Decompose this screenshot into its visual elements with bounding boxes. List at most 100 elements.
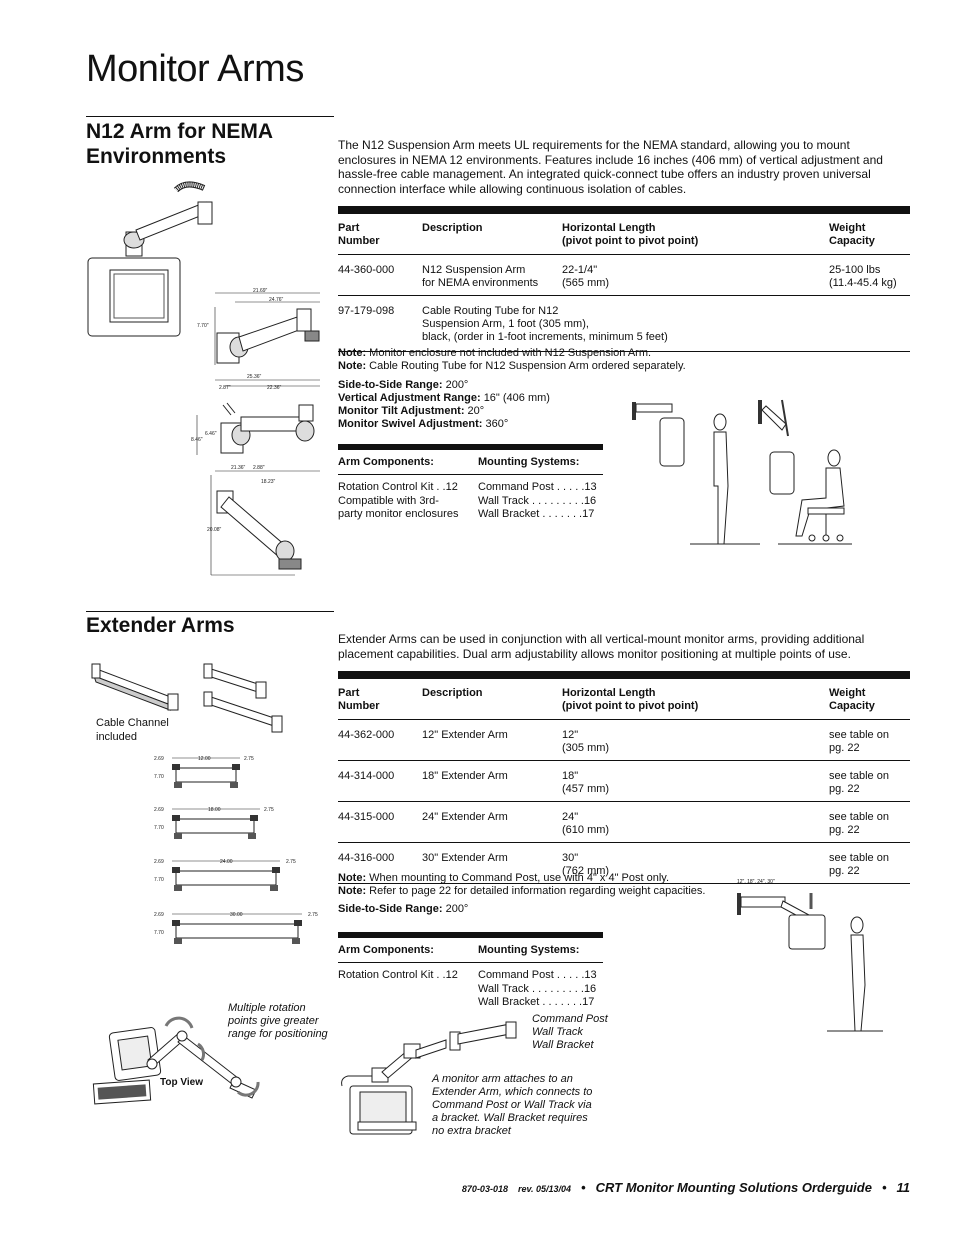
spec-label: Side-to-Side Range: bbox=[338, 903, 443, 915]
note-text: Cable Routing Tube for N12 Suspension Ar… bbox=[369, 360, 686, 372]
dim-label: 7.70 bbox=[154, 930, 164, 936]
footer-bullet: • bbox=[581, 1180, 586, 1195]
dim-label: 2.69 bbox=[154, 912, 164, 918]
arm-attach-caption: A monitor arm attaches to an Extender Ar… bbox=[432, 1073, 593, 1137]
note-text: When mounting to Command Post, use with … bbox=[369, 872, 670, 884]
dim-label: 2.75 bbox=[244, 756, 254, 762]
table-row: 44-316-000 30" Extender Arm 30" (762 mm)… bbox=[338, 843, 910, 884]
dim-label: 7.70 bbox=[154, 825, 164, 831]
arm-components-list: Rotation Control Kit . .12 Compatible wi… bbox=[338, 481, 459, 520]
dim-label: 2.69 bbox=[154, 807, 164, 813]
section-divider bbox=[86, 611, 334, 612]
cell-part-number: 97-179-098 bbox=[338, 305, 395, 317]
cell-horizontal-length: 12" (305 mm) bbox=[562, 729, 610, 754]
extender-intro: Extender Arms can be used in conjunction… bbox=[338, 632, 865, 661]
page-footer: 870-03-018 rev. 05/13/04 • CRT Monitor M… bbox=[462, 1180, 910, 1195]
cell-part-number: 44-315-000 bbox=[338, 811, 395, 823]
n12-notes: Note: Monitor enclosure not included wit… bbox=[338, 347, 910, 431]
footer-bullet: • bbox=[881, 1180, 887, 1195]
dim-label: 20.08" bbox=[207, 527, 222, 533]
cell-horizontal-length: 22-1/4" (565 mm) bbox=[562, 264, 610, 289]
spec-value: 360° bbox=[485, 418, 509, 430]
section-divider bbox=[86, 116, 334, 117]
side-view-2: 25.36" 2.87" 22.36" 6.46" 8.46" bbox=[191, 374, 320, 455]
dim-drawing-12: 2.69 12.00 2.75 7.70 bbox=[154, 756, 254, 788]
doc-code: 870-03-018 bbox=[461, 1184, 508, 1194]
header-description: Description bbox=[422, 222, 483, 234]
dim-label: 2.69 bbox=[154, 859, 164, 865]
mounting-systems-list: Command Post . . . . .13 Wall Track . . … bbox=[478, 481, 597, 520]
header-horizontal-length: Horizontal Length (pivot point to pivot … bbox=[562, 222, 699, 247]
header-horizontal-length: Horizontal Length (pivot point to pivot … bbox=[562, 687, 699, 712]
dim-drawing-18: 2.69 18.00 2.75 7.70 bbox=[154, 807, 274, 839]
cell-horizontal-length: 30" (762 mm) bbox=[562, 852, 610, 877]
cell-part-number: 44-314-000 bbox=[338, 770, 395, 782]
spec-value: 200° bbox=[445, 379, 469, 391]
extender-components-table: Arm Components: Mounting Systems: Rotati… bbox=[338, 932, 603, 1010]
dim-label: 2.69 bbox=[154, 756, 164, 762]
dim-label: 2.88" bbox=[253, 465, 265, 471]
header-part-number: Part Number bbox=[338, 222, 380, 247]
table-top-bar bbox=[338, 671, 910, 679]
dim-label: 24.00 bbox=[220, 859, 233, 865]
header-part-number: Part Number bbox=[338, 687, 380, 712]
note-text: Monitor enclosure not included with N12 … bbox=[369, 347, 652, 359]
table-row: 97-179-098 Cable Routing Tube for N12 Su… bbox=[338, 296, 910, 352]
doc-revision: rev. 05/13/04 bbox=[517, 1184, 572, 1194]
table-row: 44-315-000 24" Extender Arm 24" (610 mm)… bbox=[338, 802, 910, 843]
components-body: Rotation Control Kit . .12 Command Post … bbox=[338, 963, 603, 1010]
dim-label: 7.70" bbox=[197, 323, 209, 329]
cell-weight-capacity: see table on pg. 22 bbox=[829, 729, 889, 754]
top-view-label: Top View bbox=[160, 1077, 203, 1088]
dim-label: 22.36" bbox=[267, 385, 282, 391]
cell-description: N12 Suspension Arm for NEMA environments bbox=[422, 264, 539, 289]
header-weight-capacity: Weight Capacity bbox=[829, 222, 875, 247]
table-top-bar bbox=[338, 444, 603, 450]
page-title: Monitor Arms bbox=[86, 48, 304, 90]
spec-label: Monitor Swivel Adjustment: bbox=[338, 418, 483, 430]
mounting-systems-header: Mounting Systems: bbox=[478, 456, 580, 468]
dim-drawing-30: 2.69 30.00 2.75 7.70 bbox=[154, 912, 318, 944]
dim-label: 2.87" bbox=[219, 385, 231, 391]
cell-weight-capacity: see table on pg. 22 bbox=[829, 811, 889, 836]
spec-label: Side-to-Side Range: bbox=[338, 379, 443, 391]
n12-dimension-drawings: 21.69" 24.76" 7.70" 25.36" 2.87" 22.36" … bbox=[191, 288, 320, 576]
spec-label: Monitor Tilt Adjustment: bbox=[338, 405, 465, 417]
extender-notes: Note: When mounting to Command Post, use… bbox=[338, 872, 738, 916]
dim-label: 2.75 bbox=[286, 859, 296, 865]
page-number: 11 bbox=[896, 1180, 911, 1195]
arm-components-list: Rotation Control Kit . .12 bbox=[338, 969, 458, 981]
note-label: Note: bbox=[338, 347, 367, 359]
cell-horizontal-length: 24" (610 mm) bbox=[562, 811, 610, 836]
n12-title-line1: N12 Arm for NEMA bbox=[86, 120, 274, 143]
dim-label: 21.36" bbox=[231, 465, 246, 471]
extender-product-table: Part Number Description Horizontal Lengt… bbox=[338, 671, 910, 884]
dim-label: 21.69" bbox=[253, 288, 268, 294]
header-weight-capacity: Weight Capacity bbox=[829, 687, 875, 712]
cell-weight-capacity: see table on pg. 22 bbox=[829, 852, 889, 877]
extender-dimension-drawings: 2.69 12.00 2.75 7.70 2.69 18.00 2.75 7.7… bbox=[154, 756, 318, 944]
cell-description: 30" Extender Arm bbox=[422, 852, 508, 864]
top-view-illustration bbox=[92, 1016, 260, 1105]
components-body: Rotation Control Kit . .12 Compatible wi… bbox=[338, 475, 603, 522]
side-view-1: 21.69" 24.76" 7.70" bbox=[197, 288, 320, 365]
note-label: Note: bbox=[338, 360, 367, 372]
cell-weight-capacity: 25-100 lbs (11.4-45.4 kg) bbox=[829, 264, 897, 289]
n12-product-table: Part Number Description Horizontal Lengt… bbox=[338, 206, 910, 352]
table-header-row: Part Number Description Horizontal Lengt… bbox=[338, 679, 910, 720]
n12-usage-illustration bbox=[632, 399, 852, 545]
spec-value: 200° bbox=[445, 903, 469, 915]
cell-description: 24" Extender Arm bbox=[422, 811, 508, 823]
footer-title: CRT Monitor Mounting Solutions Orderguid… bbox=[595, 1180, 872, 1195]
cell-part-number: 44-316-000 bbox=[338, 852, 395, 864]
table-top-bar bbox=[338, 206, 910, 214]
arm-components-header: Arm Components: bbox=[338, 944, 434, 956]
dim-drawing-24: 2.69 24.00 2.75 7.70 bbox=[154, 859, 296, 891]
dim-label: 7.70 bbox=[154, 774, 164, 780]
standing-person-figure bbox=[632, 402, 760, 545]
extender-arm-illustrations bbox=[91, 663, 283, 733]
cell-description: Cable Routing Tube for N12 Suspension Ar… bbox=[422, 305, 668, 343]
spec-label: Vertical Adjustment Range: bbox=[338, 392, 481, 404]
dim-label: 18.00 bbox=[208, 807, 221, 813]
table-row: 44-314-000 18" Extender Arm 18" (457 mm)… bbox=[338, 761, 910, 802]
